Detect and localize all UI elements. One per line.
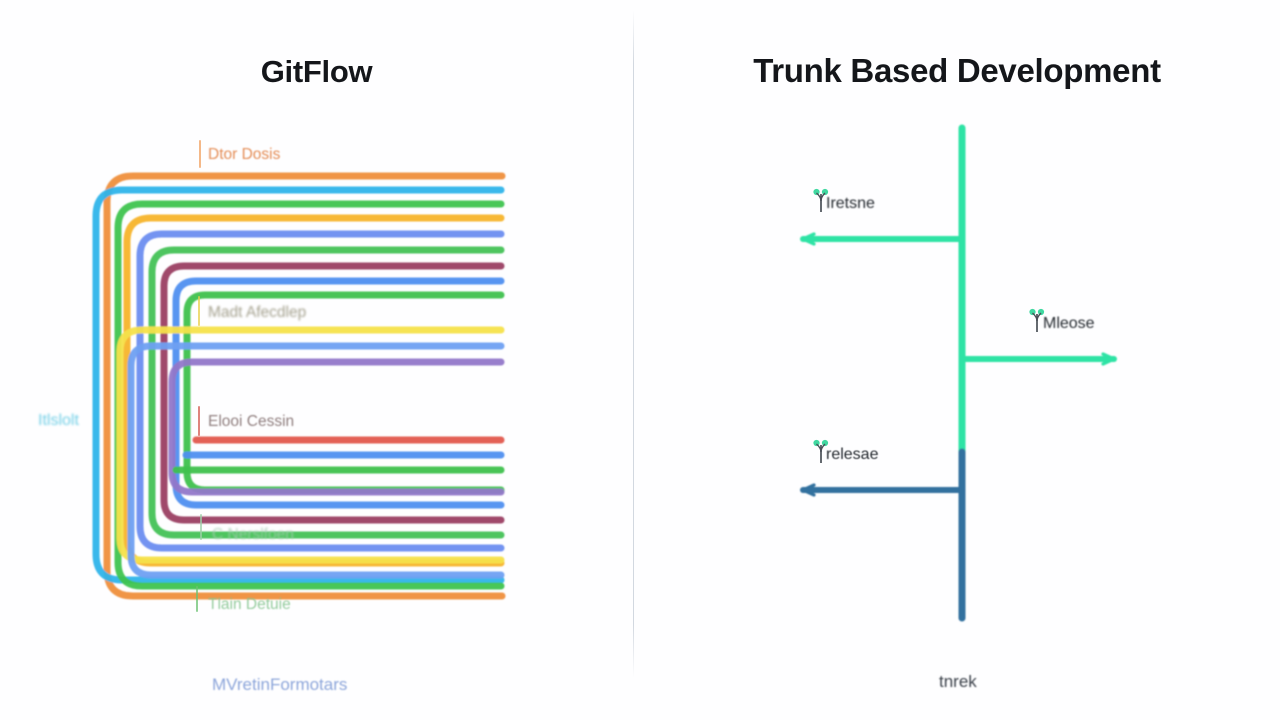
track-yellow-amber [123, 214, 505, 567]
track-orange-top [103, 172, 506, 600]
trunk-branch-label: Iretsne [826, 195, 875, 212]
track-blue-2 [172, 277, 505, 509]
gitflow-footer-label: MVretinFormotars [212, 675, 348, 694]
branch-release-right-arrow-icon [1101, 352, 1116, 366]
gitflow-track-graphic [92, 172, 506, 600]
gitflow-side-label: Itlslolt [38, 412, 79, 429]
panel-divider [633, 10, 634, 678]
track-green-3 [183, 291, 505, 494]
branch-tick-2 [198, 406, 200, 436]
gitflow-title: GitFlow [260, 54, 373, 89]
gitflow-branch-label: Tlain Detuie [208, 596, 291, 613]
track-purple [168, 358, 505, 496]
trunk-branch-label: relesae [826, 446, 879, 463]
trunk-graphic [800, 124, 1117, 622]
track-cyan [92, 186, 505, 584]
track-maroon [160, 262, 505, 524]
gitflow-branch-label: Dtor Dosis [208, 146, 281, 163]
trunk-footer-label: tnrek [939, 672, 977, 691]
branch-tick-0 [199, 140, 201, 168]
track-green-2 [148, 246, 505, 539]
branch-release-left-arrow-icon [801, 483, 816, 497]
branch-tick-4 [196, 586, 198, 612]
track-blue-1 [136, 230, 505, 552]
gitflow-branch-label: Madt Afecdlep [208, 304, 307, 321]
gitflow-branch-label: C Nerslfoen [212, 526, 294, 543]
branch-tick-1 [198, 296, 200, 326]
track-blue-3 [127, 342, 505, 579]
trunk-based-title: Trunk Based Development [753, 52, 1161, 89]
branch-tick-3 [200, 514, 202, 540]
gitflow-branch-label: Elooi Cessin [208, 413, 295, 430]
trunk-branch-label: Mleose [1043, 315, 1095, 332]
branch-feature-left-top-arrow-icon [801, 232, 816, 246]
